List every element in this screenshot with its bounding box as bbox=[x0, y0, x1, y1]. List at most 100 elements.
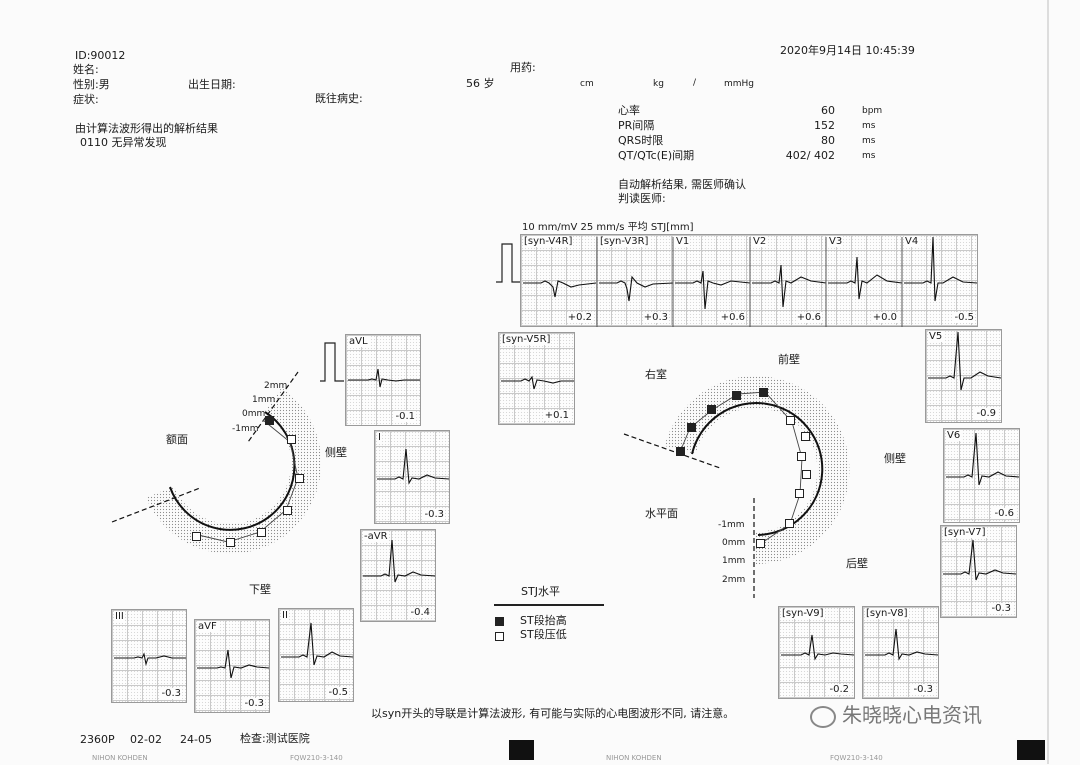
lead-label-v1: V1 bbox=[675, 236, 691, 247]
legend-divider bbox=[494, 604, 604, 606]
frontal-scale-1mm: 1mm bbox=[252, 395, 276, 405]
frontal-lateral-label: 侧壁 bbox=[325, 446, 347, 459]
st-value-v1: +0.6 bbox=[719, 312, 746, 323]
medication-label: 用药: bbox=[510, 61, 536, 74]
st-value-v6: -0.6 bbox=[993, 508, 1015, 519]
st-marker bbox=[801, 432, 810, 441]
name-label: 姓名: bbox=[73, 63, 99, 76]
qt-interval-label: QT/QTc(E)间期 bbox=[618, 149, 695, 162]
record-datetime: 2020年9月14日 10:45:39 bbox=[780, 44, 915, 57]
st-marker bbox=[795, 489, 804, 498]
horizontal-scale-1mm: 1mm bbox=[722, 556, 746, 566]
st-value-iii: -0.3 bbox=[160, 688, 182, 699]
lead-label-i: I bbox=[377, 432, 382, 443]
symptom-label: 症状: bbox=[73, 93, 99, 106]
st-marker bbox=[676, 447, 685, 456]
page-edge bbox=[1047, 0, 1049, 764]
reading-physician-label: 判读医师: bbox=[618, 192, 666, 205]
height-unit: cm bbox=[580, 79, 594, 89]
st-value-v5: -0.9 bbox=[975, 408, 997, 419]
lead-label-ii: II bbox=[281, 610, 289, 621]
st-marker bbox=[759, 388, 768, 397]
patient-id: ID:90012 bbox=[75, 49, 126, 62]
calibration-pulse-frontal bbox=[320, 342, 344, 382]
footer-code-2: 02-02 bbox=[130, 733, 162, 746]
horizontal-scale-0mm: 0mm bbox=[722, 538, 746, 548]
age-value: 56 岁 bbox=[466, 77, 495, 90]
weight-unit: kg bbox=[653, 79, 664, 89]
st-marker bbox=[786, 416, 795, 425]
precordial-waveforms bbox=[523, 236, 978, 327]
frontal-scale-0mm: 0mm bbox=[242, 409, 266, 419]
lead-label-v4: V4 bbox=[904, 236, 920, 247]
lead-label-minus-avr: -aVR bbox=[363, 531, 389, 542]
qt-interval-value: 402/ 402 bbox=[785, 149, 835, 162]
st-value-syn-v5r: +0.1 bbox=[543, 410, 570, 421]
precordial-strip: [syn-V4R] [syn-V3R] V1 V2 V3 V4 +0.2 +0.… bbox=[520, 234, 978, 327]
st-marker bbox=[295, 474, 304, 483]
st-value-avf: -0.3 bbox=[243, 698, 265, 709]
st-value-v4: -0.5 bbox=[953, 312, 975, 323]
footer-code-1: 2360P bbox=[80, 733, 115, 746]
st-value-syn-v8: -0.3 bbox=[912, 684, 934, 695]
st-marker bbox=[192, 532, 201, 541]
st-value-v2: +0.6 bbox=[795, 312, 822, 323]
st-value-syn-v7: -0.3 bbox=[990, 603, 1012, 614]
lead-avl: aVL -0.1 bbox=[345, 334, 421, 426]
frontal-plane-diagram bbox=[111, 371, 322, 554]
lead-label-syn-v4r: [syn-V4R] bbox=[523, 236, 574, 247]
frontal-scale-minus1mm: -1mm bbox=[232, 424, 259, 434]
legend-elevation-label: ST段抬高 bbox=[520, 614, 567, 627]
footer-paper-2: FQW210-3-140 bbox=[830, 754, 883, 762]
auto-analysis-note: 自动解析结果, 需医师确认 bbox=[618, 178, 746, 191]
st-value-syn-v3r: +0.3 bbox=[642, 312, 669, 323]
sex-label: 性别:男 bbox=[73, 78, 110, 91]
lead-syn-v5r: [syn-V5R] +0.1 bbox=[498, 332, 575, 425]
lead-label-syn-v3r: [syn-V3R] bbox=[599, 236, 650, 247]
st-marker bbox=[756, 539, 765, 548]
analysis-result: 0110 无异常发现 bbox=[80, 136, 167, 149]
st-value-minus-avr: -0.4 bbox=[409, 607, 431, 618]
watermark-text: 朱晓晓心电资讯 bbox=[842, 703, 982, 727]
st-marker bbox=[785, 519, 794, 528]
pr-interval-value: 152 bbox=[814, 119, 835, 132]
analysis-title: 由计算法波形得出的解析结果 bbox=[75, 122, 218, 135]
lead-i: I -0.3 bbox=[374, 430, 450, 524]
footer-code-3: 24-05 bbox=[180, 733, 212, 746]
lead-syn-v9: [syn-V9] -0.2 bbox=[778, 606, 855, 699]
footer-paper-1: FQW210-3-140 bbox=[290, 754, 343, 762]
lead-minus-avr: -aVR -0.4 bbox=[360, 529, 436, 622]
bp-separator: / bbox=[693, 78, 697, 88]
lead-label-syn-v7: [syn-V7] bbox=[943, 527, 987, 538]
bp-unit: mmHg bbox=[724, 79, 755, 89]
st-marker bbox=[287, 435, 296, 444]
lead-label-v2: V2 bbox=[752, 236, 768, 247]
heart-rate-unit: bpm bbox=[862, 106, 883, 116]
history-label: 既往病史: bbox=[315, 92, 363, 105]
anterior-wall-label: 前壁 bbox=[778, 353, 800, 366]
footer-brand-2: NIHON KOHDEN bbox=[606, 754, 662, 762]
st-marker bbox=[226, 538, 235, 547]
lead-label-avf: aVF bbox=[197, 621, 218, 632]
lead-label-syn-v8: [syn-V8] bbox=[865, 608, 909, 619]
st-marker bbox=[257, 528, 266, 537]
horizontal-scale-minus1mm: -1mm bbox=[718, 520, 745, 530]
lead-label-avl: aVL bbox=[348, 336, 369, 347]
calibration-pulse-top bbox=[496, 243, 520, 283]
lead-ii: II -0.5 bbox=[278, 608, 354, 702]
st-marker bbox=[265, 416, 274, 425]
lead-v5: V5 -0.9 bbox=[925, 329, 1002, 423]
syn-lead-footnote: 以syn开头的导联是计算法波形, 有可能与实际的心电图波形不同, 请注意。 bbox=[371, 707, 735, 720]
right-ventricle-label: 右室 bbox=[645, 368, 667, 381]
timing-mark bbox=[1017, 740, 1045, 760]
lead-label-v6: V6 bbox=[946, 430, 962, 441]
st-marker bbox=[283, 506, 292, 515]
st-value-ii: -0.5 bbox=[327, 687, 349, 698]
lead-syn-v7: [syn-V7] -0.3 bbox=[940, 525, 1017, 618]
heart-rate-label: 心率 bbox=[618, 104, 640, 117]
frontal-inferior-label: 下壁 bbox=[249, 583, 271, 596]
watermark: 朱晓晓心电资讯 bbox=[810, 703, 982, 728]
posterior-wall-label: 后壁 bbox=[846, 557, 868, 570]
heart-rate-value: 60 bbox=[821, 104, 835, 117]
legend-depression-label: ST段压低 bbox=[520, 628, 567, 641]
